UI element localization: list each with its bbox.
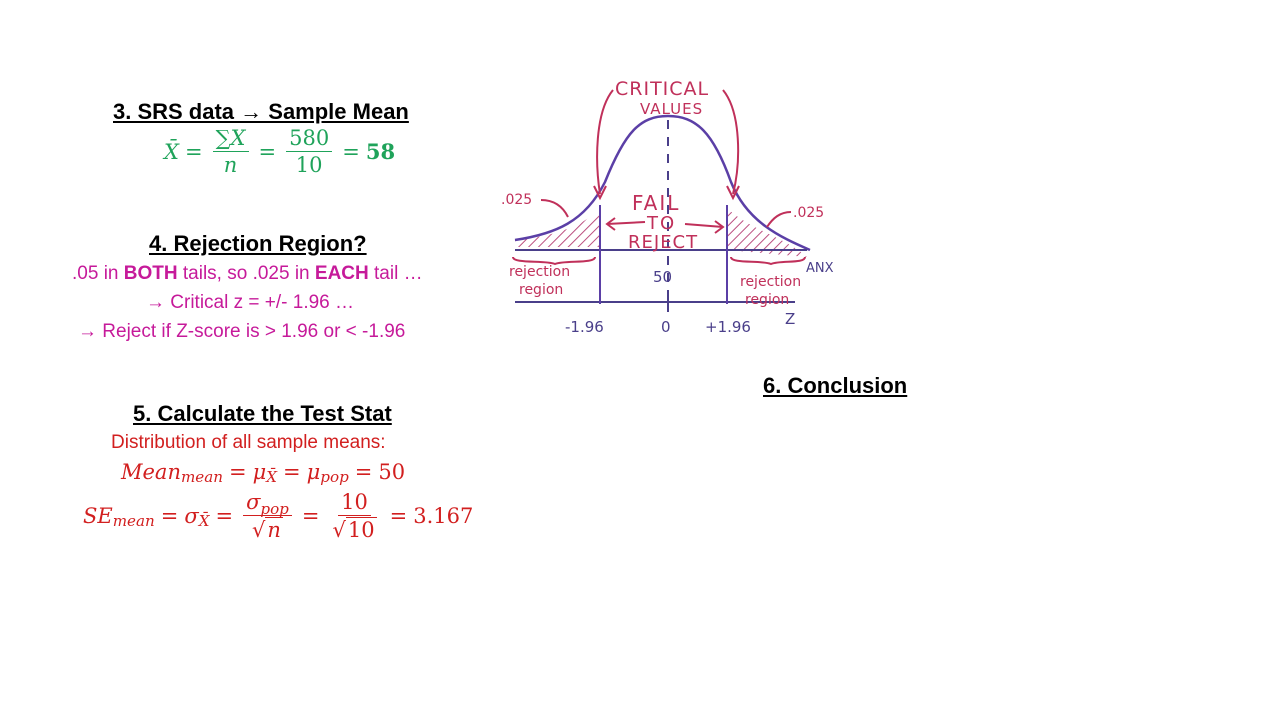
right-tail-arrow — [766, 211, 792, 228]
value-denominator: 10 — [295, 153, 323, 178]
left-critical-arrow — [596, 89, 614, 195]
sigma-fraction: σpop √n — [243, 490, 292, 542]
to-label: TO — [646, 213, 676, 234]
left-rejection-label-2: region — [519, 282, 563, 298]
xbar-symbol: X̄ — [164, 139, 179, 164]
value-fraction: 580 10 — [286, 126, 333, 178]
sum-denominator: n — [223, 153, 238, 178]
right-tail-label: .025 — [793, 205, 824, 221]
sample-mean-formula: X̄ = ∑X n = 580 10 = 58 — [164, 126, 396, 178]
right-rejection-label-1: rejection — [740, 274, 801, 290]
right-tail-shading — [727, 208, 807, 257]
sum-numerator: ∑X — [212, 126, 249, 153]
left-tail-arrow — [540, 199, 569, 218]
section-3-heading: 3. SRS data → Sample Mean — [113, 99, 409, 124]
fail-arrow-left — [606, 221, 646, 225]
z-label: Z — [785, 310, 795, 328]
critical-label: CRITICAL — [615, 78, 709, 100]
value-numerator: 580 — [286, 126, 333, 153]
section-4-heading: 4. Rejection Region? — [149, 231, 367, 256]
fail-arrow-right — [684, 223, 724, 228]
left-region-brace — [512, 256, 596, 266]
se-value: 3.167 — [413, 504, 474, 529]
reject-label: REJECT — [628, 232, 698, 253]
normal-curve-diagram: CRITICAL VALUES .025 .025 FAIL TO REJECT… — [501, 78, 834, 336]
bell-curve — [514, 114, 811, 252]
right-rejection-label-2: region — [745, 292, 789, 308]
left-tick-label: -1.96 — [565, 318, 604, 336]
rejection-line-2: → Critical z = +/- 1.96 … — [146, 292, 355, 313]
left-rejection-label-1: rejection — [509, 264, 570, 280]
center-value-label: 50 — [653, 268, 672, 286]
values-label: VALUES — [640, 100, 703, 118]
right-critical-arrow — [722, 89, 740, 195]
fail-label: FAIL — [632, 191, 680, 215]
left-tail-label: .025 — [501, 192, 532, 208]
center-tick-label: 0 — [661, 318, 671, 336]
rejection-line-3: → Reject if Z-score is > 1.96 or < -1.96 — [78, 321, 406, 342]
section-6-heading: 6. Conclusion — [763, 373, 908, 398]
sum-fraction: ∑X n — [212, 126, 249, 178]
rejection-line-1: .05 in BOTH tails, so .025 in EACH tail … — [72, 263, 423, 284]
mean-value: 50 — [378, 460, 406, 484]
anx-label: ANX — [806, 261, 834, 276]
ten-fraction: 10 √10 — [332, 490, 377, 543]
right-tick-label: +1.96 — [705, 318, 751, 336]
sample-mean-result: 58 — [365, 139, 396, 165]
section-5-heading: 5. Calculate the Test Stat — [133, 401, 392, 426]
distribution-subtitle: Distribution of all sample means: — [111, 432, 386, 453]
right-region-brace — [730, 256, 806, 266]
left-tail-shading — [515, 208, 600, 247]
